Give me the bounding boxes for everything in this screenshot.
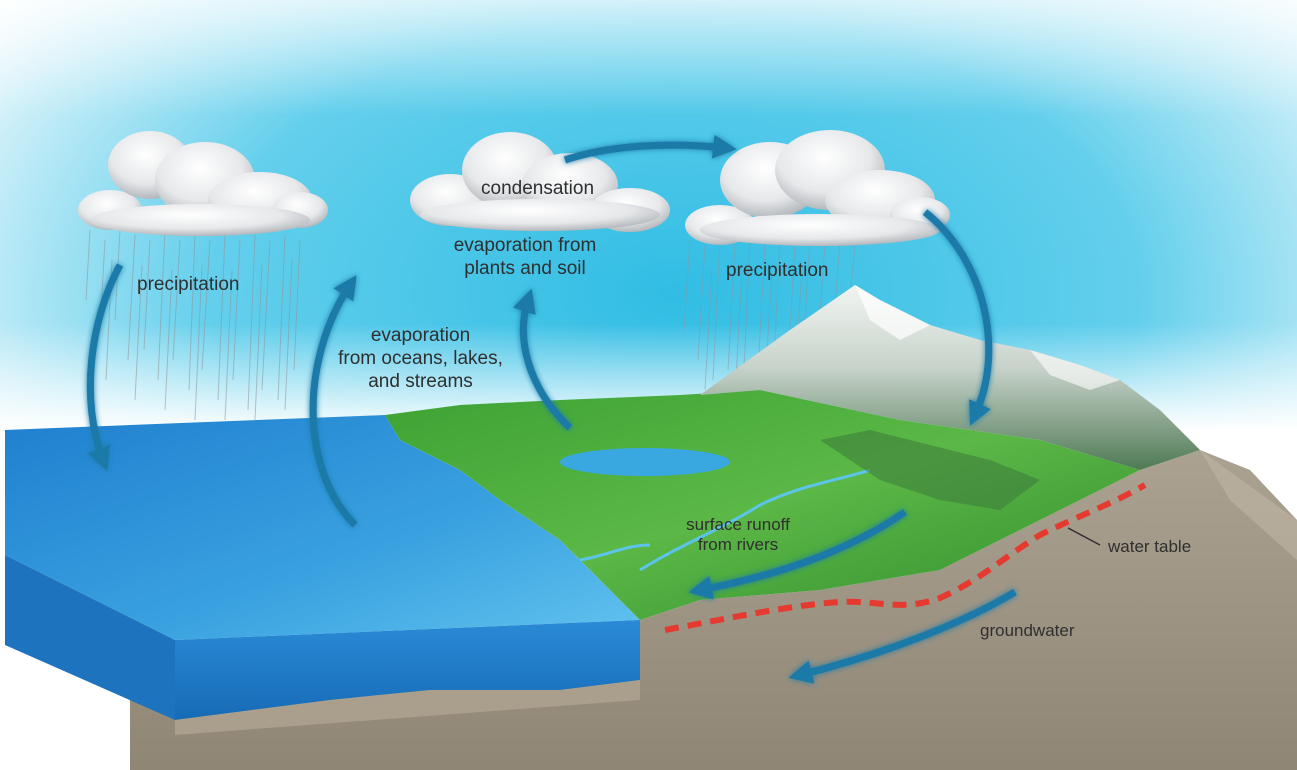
flow-arrow-icon <box>922 209 993 426</box>
label-line: from oceans, lakes, <box>338 347 503 369</box>
cloud-icon <box>410 132 670 232</box>
label-groundwater: groundwater <box>980 621 1075 640</box>
flow-arrows <box>86 134 1017 684</box>
label-line: from rivers <box>697 535 779 555</box>
rain-left <box>85 229 301 421</box>
label-surface-runoff: surface runoff from rivers <box>668 515 808 556</box>
label-condensation: condensation <box>481 178 595 199</box>
label-line: plants and soil <box>464 257 586 279</box>
label-line: evaporation <box>370 325 471 346</box>
label-precipitation-left: precipitation <box>137 274 240 295</box>
cloud-icon <box>685 130 950 246</box>
label-line: and streams <box>368 370 473 392</box>
flow-arrow-icon <box>309 275 358 528</box>
cloud-icon <box>78 131 328 236</box>
land <box>385 390 1140 620</box>
flow-arrow-icon <box>513 288 573 431</box>
flow-arrow-icon <box>688 509 907 600</box>
label-evaporation-oceans: evaporation from oceans, lakes, and stre… <box>318 325 523 393</box>
flow-arrow-icon <box>86 263 124 472</box>
label-water-table: water table <box>1108 537 1192 556</box>
flow-arrow-icon <box>563 134 737 164</box>
mountains <box>700 285 1200 510</box>
label-line: evaporation from <box>453 235 597 256</box>
label-evaporation-plants: evaporation from plants and soil <box>430 235 620 281</box>
ocean <box>5 415 640 735</box>
water-table-leader <box>1067 527 1101 546</box>
flow-arrow-icon <box>788 588 1017 684</box>
label-precipitation-right: precipitation <box>726 260 829 281</box>
label-line: surface runoff <box>686 515 790 534</box>
lake <box>560 448 730 476</box>
river <box>639 468 871 572</box>
